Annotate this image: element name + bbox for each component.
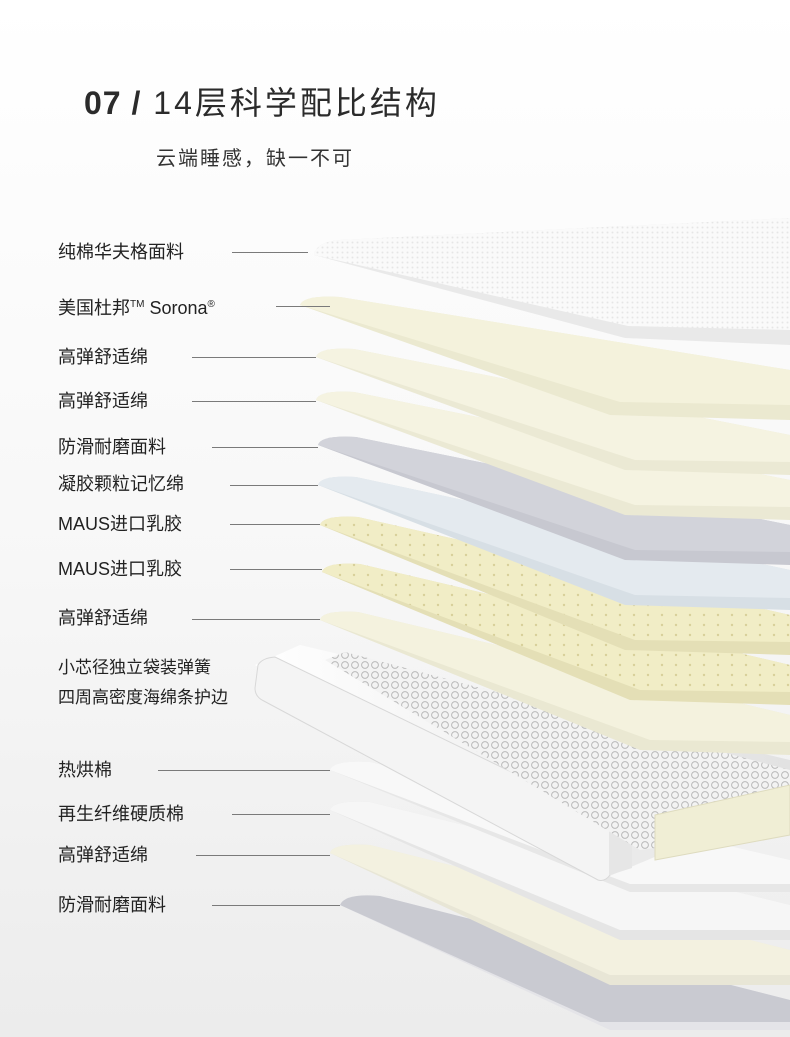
layer-label-14: 防滑耐磨面料 (58, 895, 166, 915)
leader-line-14 (212, 905, 340, 906)
layer-12-hard-cotton (330, 801, 790, 940)
layer-1-waffle-cotton (314, 218, 790, 345)
page-title: 07 / 14层科学配比结构 (84, 78, 440, 124)
layer-4-comfort-foam (316, 391, 790, 520)
layer-label-8: MAUS进口乳胶 (58, 559, 183, 579)
layer-6-gel-memory-foam (318, 476, 790, 610)
layer-10-spring-unit (254, 645, 790, 881)
leader-line-12 (232, 814, 330, 815)
layer-label-10: 小芯径独立袋装弹簧 (58, 658, 211, 677)
leader-line-11 (158, 770, 330, 771)
leader-line-7 (230, 524, 320, 525)
section-title: 14层科学配比结构 (153, 85, 440, 121)
layer-label-11: 热烘棉 (58, 760, 112, 780)
layer-2-sorona (300, 296, 790, 420)
section-number: 07 / (84, 85, 142, 121)
layer-label-7: MAUS进口乳胶 (58, 514, 183, 534)
leader-line-5 (212, 447, 318, 448)
layer-label-2: 美国杜邦TM Sorona® (58, 298, 215, 318)
leader-line-3 (192, 357, 316, 358)
registered-mark: ® (207, 299, 215, 310)
layer-label-1: 纯棉华夫格面料 (58, 242, 184, 262)
leader-line-9 (192, 619, 320, 620)
leader-line-1 (232, 252, 308, 253)
layer-5-anti-slip (318, 436, 790, 565)
leader-line-8 (230, 569, 322, 570)
leader-line-13 (196, 855, 330, 856)
layer-label-13: 高弹舒适绵 (58, 845, 148, 865)
leader-line-4 (192, 401, 316, 402)
layer-label-4: 高弹舒适绵 (58, 391, 148, 411)
layer-8-latex (322, 563, 790, 705)
layer-label-3: 高弹舒适绵 (58, 347, 148, 367)
layer-label-9: 高弹舒适绵 (58, 608, 148, 628)
layer-label-10-line-2: 四周高密度海绵条护边 (58, 688, 228, 707)
layer-9-comfort-foam (320, 611, 790, 755)
layer-label-6: 凝胶颗粒记忆绵 (58, 474, 184, 494)
page-subtitle: 云端睡感，缺一不可 (156, 148, 354, 170)
trademark-mark: TM (130, 299, 145, 310)
layer-7-latex (320, 516, 790, 655)
layer-label-12: 再生纤维硬质棉 (58, 804, 184, 824)
layer-3-comfort-foam (316, 348, 790, 475)
layer-label-5: 防滑耐磨面料 (58, 437, 166, 457)
leader-line-2 (276, 306, 330, 307)
leader-line-6 (230, 485, 318, 486)
